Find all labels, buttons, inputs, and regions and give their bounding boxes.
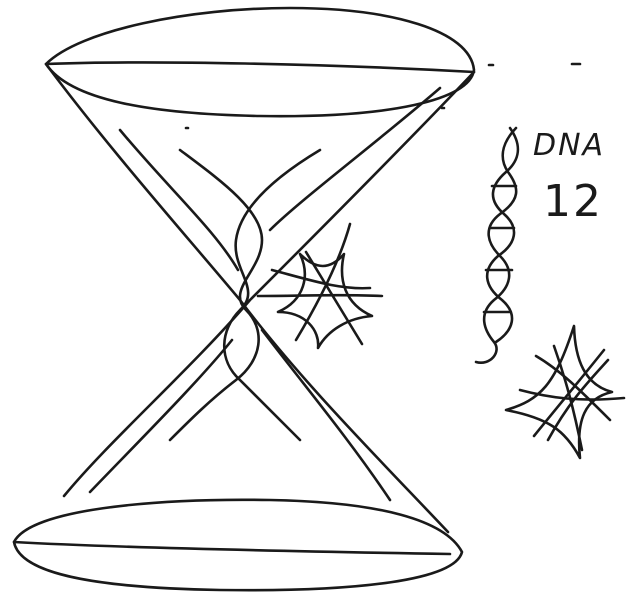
dna-helix	[476, 128, 518, 363]
star-small	[258, 224, 382, 348]
number-label: 12	[543, 176, 603, 227]
hourglass-bottom-rim	[14, 500, 462, 590]
hourglass-top-rim	[46, 8, 474, 116]
stray-marks	[186, 64, 580, 128]
star-large	[506, 326, 624, 458]
hourglass-cone-lines	[46, 64, 474, 532]
dna-label: DNA	[533, 128, 605, 163]
